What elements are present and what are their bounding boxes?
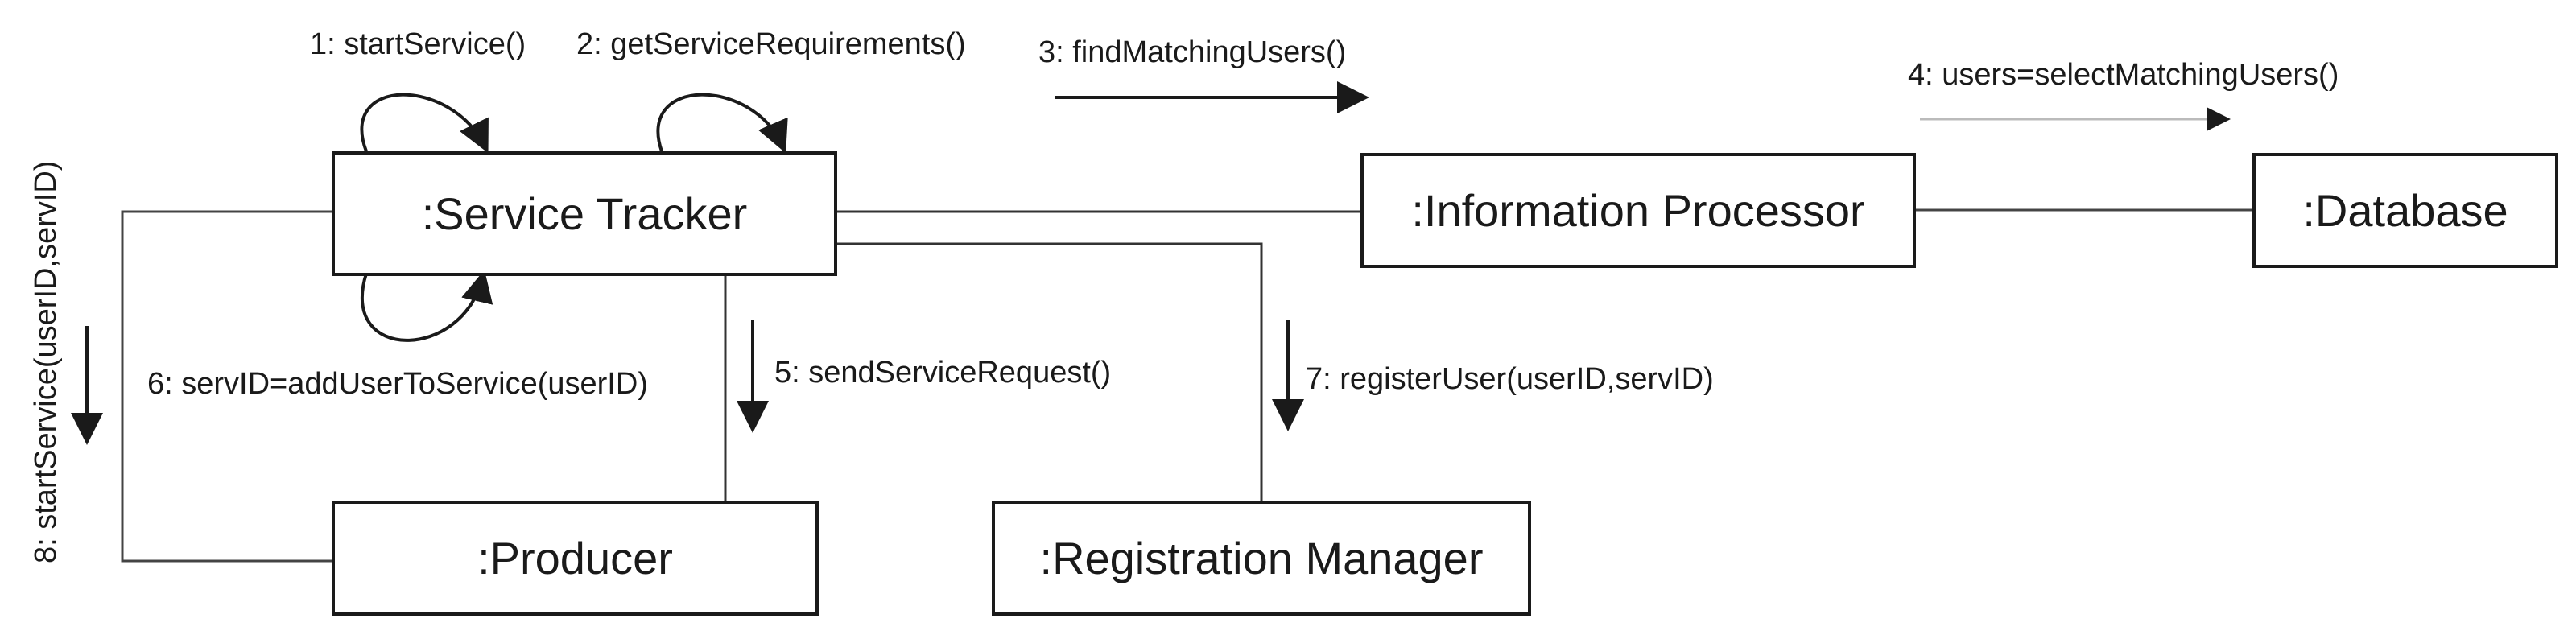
self-loop-2 (656, 93, 788, 154)
message-1-label: 1: startService() (310, 27, 526, 61)
link-tracker-producer-left (121, 210, 332, 563)
producer-box: :Producer (332, 501, 819, 616)
registration-manager-box: :Registration Manager (992, 501, 1531, 616)
link-tracker-regmanager (837, 242, 1263, 501)
message-2-label: 2: getServiceRequirements() (576, 27, 966, 61)
registration-manager-label: :Registration Manager (1039, 533, 1484, 583)
producer-label: :Producer (477, 533, 673, 583)
database-label: :Database (2302, 185, 2508, 236)
database-box: :Database (2252, 153, 2558, 268)
message-4-label: 4: users=selectMatchingUsers() (1908, 58, 2339, 92)
message-3-label: 3: findMatchingUsers() (1038, 35, 1347, 69)
message-6-label: 6: servID=addUserToService(userID) (147, 367, 648, 401)
service-tracker-box: :Service Tracker (332, 151, 837, 276)
self-loop-6 (360, 270, 493, 342)
information-processor-box: :Information Processor (1360, 153, 1916, 268)
message-7-label: 7: registerUser(userID,servID) (1306, 362, 1714, 396)
information-processor-label: :Information Processor (1411, 185, 1865, 236)
service-tracker-label: :Service Tracker (421, 188, 748, 239)
message-8-label: 8: startService(userID,servID) (29, 160, 63, 563)
message-5-label: 5: sendServiceRequest() (774, 356, 1112, 390)
self-loop-1 (360, 93, 489, 154)
